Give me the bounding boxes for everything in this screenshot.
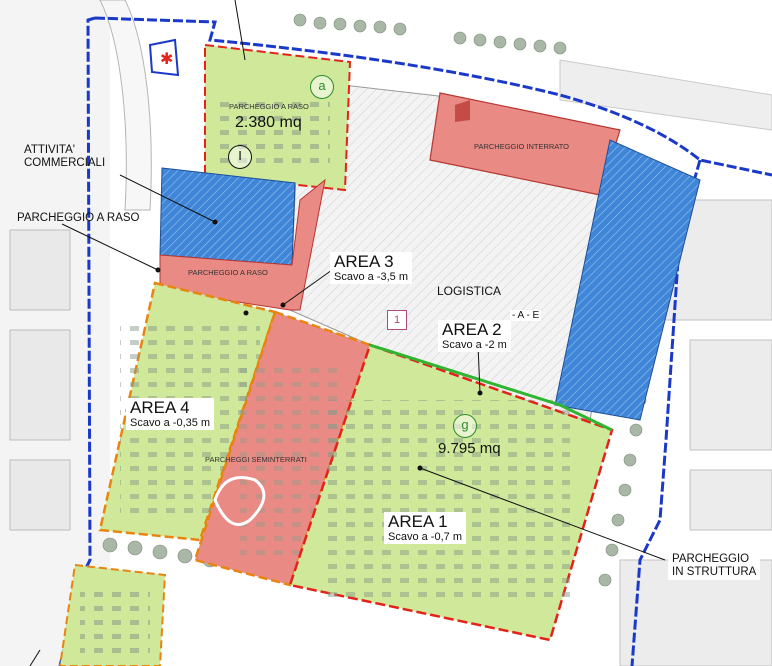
label-parcheggi-seminterrati: PARCHEGGI SEMINTERRATI [205,455,307,464]
tree-row-top [293,13,567,55]
tag-a: a [310,75,334,99]
tag-1: 1 [387,310,407,330]
label-parcheggio-strutt-mq: 9.795 mq [438,440,501,457]
area-1-subtitle: Scavo a -0,7 m [388,531,462,543]
label-parcheggio-in-struttura: PARCHEGGIO IN STRUTTURA [668,552,761,580]
area-2-title: AREA 2 [442,320,502,339]
label-logistica: LOGISTICA [437,284,502,298]
area-4-title: AREA 4 [130,398,190,417]
label-parcheggio-raso-top: PARCHEGGIO A RASO [229,102,309,111]
star-marker-icon [148,38,180,77]
label-parcheggio-interrato: PARCHEGGIO INTERRATO [474,142,570,151]
commercial-block-right [554,139,701,421]
area-3-label: AREA 3 Scavo a -3,5 m [330,252,412,284]
svg-text:✱: ✱ [160,51,173,68]
area-1-title: AREA 1 [388,512,448,531]
area-3-subtitle: Scavo a -3,5 m [334,271,408,283]
label-parcheggio-raso-left: PARCHEGGIO A RASO [17,212,140,224]
area-2-subtitle: Scavo a -2 m [442,339,507,351]
area-4-subtitle: Scavo a -0,35 m [130,417,211,429]
area-2-border [369,343,613,432]
label-parcheggio-raso-top-mq: 2.380 mq [235,114,302,131]
label-attivita-commerciali: ATTIVITA' COMMERCIALI [24,144,106,169]
tag-i: I [228,145,252,169]
area-2-label: AREA 2 Scavo a -2 m [438,320,511,352]
commercial-block [159,167,296,266]
area-3-title: AREA 3 [334,252,394,271]
label-logistica-code: - A - E [510,310,542,321]
area-1-label: AREA 1 Scavo a -0,7 m [384,512,466,544]
leader-lines [29,0,666,666]
tag-g: g [453,414,477,438]
area-4-label: AREA 4 Scavo a -0,35 m [126,398,215,430]
label-parcheggio-raso-small: PARCHEGGIO A RASO [188,268,268,277]
